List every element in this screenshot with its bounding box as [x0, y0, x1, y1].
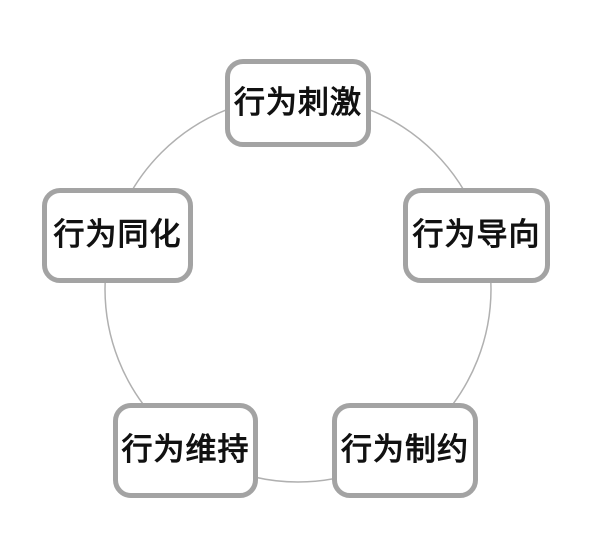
node-behavior-constraint: 行为制约 [332, 403, 478, 498]
node-label: 行为同化 [53, 217, 182, 252]
node-label: 行为导向 [412, 217, 541, 252]
node-label: 行为维持 [121, 432, 250, 467]
node-behavior-assimilation: 行为同化 [42, 188, 193, 283]
node-behavior-maintenance: 行为维持 [113, 403, 258, 498]
node-behavior-orientation: 行为导向 [403, 188, 550, 283]
node-label: 行为制约 [341, 432, 469, 467]
node-behavior-stimulus: 行为刺激 [225, 59, 371, 147]
node-label: 行为刺激 [234, 84, 362, 120]
